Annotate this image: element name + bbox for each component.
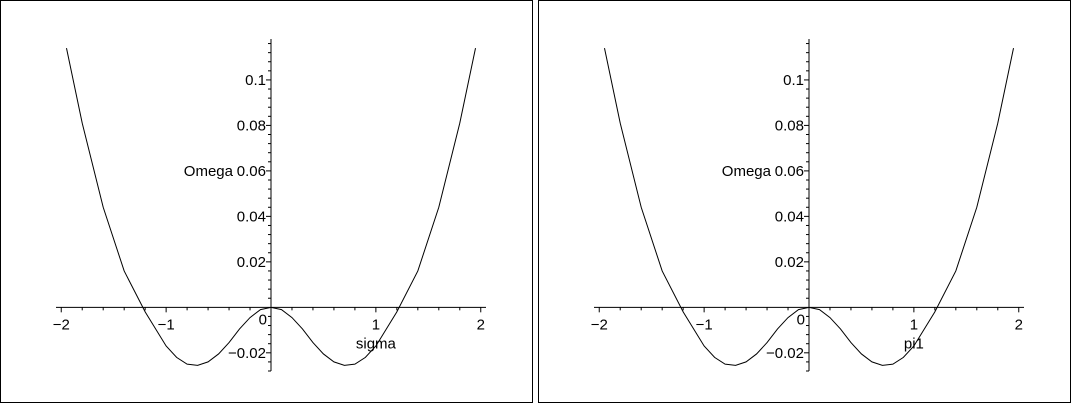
y-tick-label: 0.08 [237, 117, 266, 134]
y-axis-label: Omega [722, 163, 772, 180]
series-curve-0 [66, 47, 476, 366]
chart-right-svg: −2 −1 1 2 −0.02 0.02 0.04 0.06 0.08 0.1 0 Omega pi1 [591, 39, 1024, 372]
y-tick-label: 0.02 [237, 254, 266, 271]
x-tick-label: 1 [372, 316, 380, 333]
y-tick-label: 0.1 [245, 72, 266, 89]
chart-panel-right: −2 −1 1 2 −0.02 0.02 0.04 0.06 0.08 0.1 0 Omega pi1 [538, 0, 1071, 403]
y-tick-label: 0.06 [775, 163, 804, 180]
x-axis-label: sigma [356, 335, 397, 352]
x-tick-label: 2 [477, 316, 485, 333]
origin-label: 0 [797, 311, 805, 328]
chart-panel-left: −2 −1 1 2 −0.02 0.02 0.04 0.06 0.08 0.1 0 Omega sigm… [0, 0, 533, 403]
x-axis-label: pi1 [904, 335, 924, 352]
y-tick-label: −0.02 [228, 345, 266, 362]
y-axis-label: Omega [184, 163, 234, 180]
y-tick-label: 0.02 [775, 254, 804, 271]
x-tick-label: −1 [158, 316, 175, 333]
y-tick-label: 0.08 [775, 117, 804, 134]
chart-left-svg: −2 −1 1 2 −0.02 0.02 0.04 0.06 0.08 0.1 0 Omega sigm… [53, 39, 486, 372]
y-tick-label: 0.1 [783, 72, 804, 89]
y-tick-label: 0.04 [237, 208, 266, 225]
x-tick-label: −2 [591, 316, 608, 333]
x-tick-label: 1 [910, 316, 918, 333]
y-tick-label: 0.06 [237, 163, 266, 180]
y-tick-label: −0.02 [766, 345, 804, 362]
y-tick-label: 0.04 [775, 208, 804, 225]
origin-label: 0 [259, 311, 267, 328]
x-tick-label: −2 [53, 316, 70, 333]
x-tick-label: 2 [1015, 316, 1023, 333]
x-tick-label: −1 [696, 316, 713, 333]
series-curve-0 [604, 47, 1014, 366]
